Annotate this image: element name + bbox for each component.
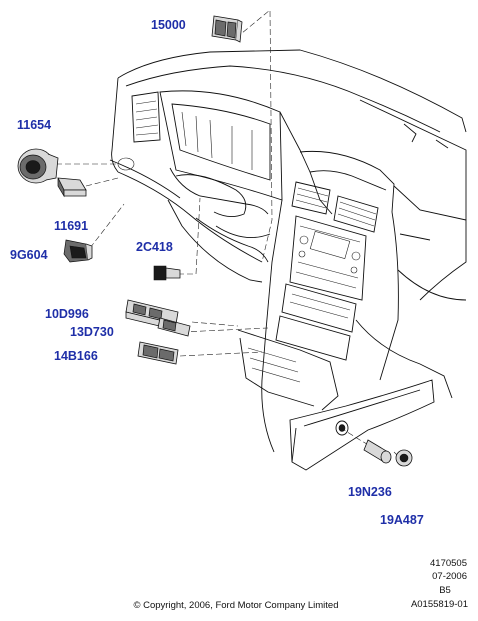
callout-labels: 15000 11654 11691 9G604 2C418 10D996 13D… [10, 18, 424, 527]
reference-date: 07-2006 [432, 571, 467, 582]
part-9G604-jack[interactable] [63, 239, 93, 263]
part-14B166-switch[interactable] [137, 341, 179, 365]
part-11691-module[interactable] [57, 177, 87, 198]
reference-number: 4170505 [430, 558, 467, 569]
part-2C418-plug[interactable] [153, 265, 181, 281]
part-19A487-cap[interactable] [395, 449, 413, 467]
callout-2C418[interactable]: 2C418 [136, 240, 173, 254]
part-13D730-switch[interactable] [157, 317, 191, 337]
part-11654-socket[interactable] [17, 148, 59, 184]
reference-code: B5 [439, 585, 451, 596]
callout-14B166[interactable]: 14B166 [54, 349, 98, 363]
reference-block: 4170505 07-2006 B5 A0155819-01 © Copyrig… [133, 558, 468, 611]
callout-19N236[interactable]: 19N236 [348, 485, 392, 499]
leader-lines [56, 9, 405, 463]
copyright-text: © Copyright, 2006, Ford Motor Company Li… [133, 600, 338, 611]
callout-15000[interactable]: 15000 [151, 18, 186, 32]
instrument-panel-drawing [109, 49, 467, 471]
part-15000-switch[interactable] [211, 15, 243, 43]
callout-10D996[interactable]: 10D996 [45, 307, 89, 321]
callout-11654[interactable]: 11654 [17, 118, 51, 132]
callout-19A487[interactable]: 19A487 [380, 513, 424, 527]
callout-11691[interactable]: 11691 [54, 219, 88, 233]
callout-9G604[interactable]: 9G604 [10, 248, 48, 262]
callout-13D730[interactable]: 13D730 [70, 325, 114, 339]
part-19N236-bracket[interactable] [363, 439, 392, 464]
illustration-id: A0155819-01 [411, 599, 468, 610]
